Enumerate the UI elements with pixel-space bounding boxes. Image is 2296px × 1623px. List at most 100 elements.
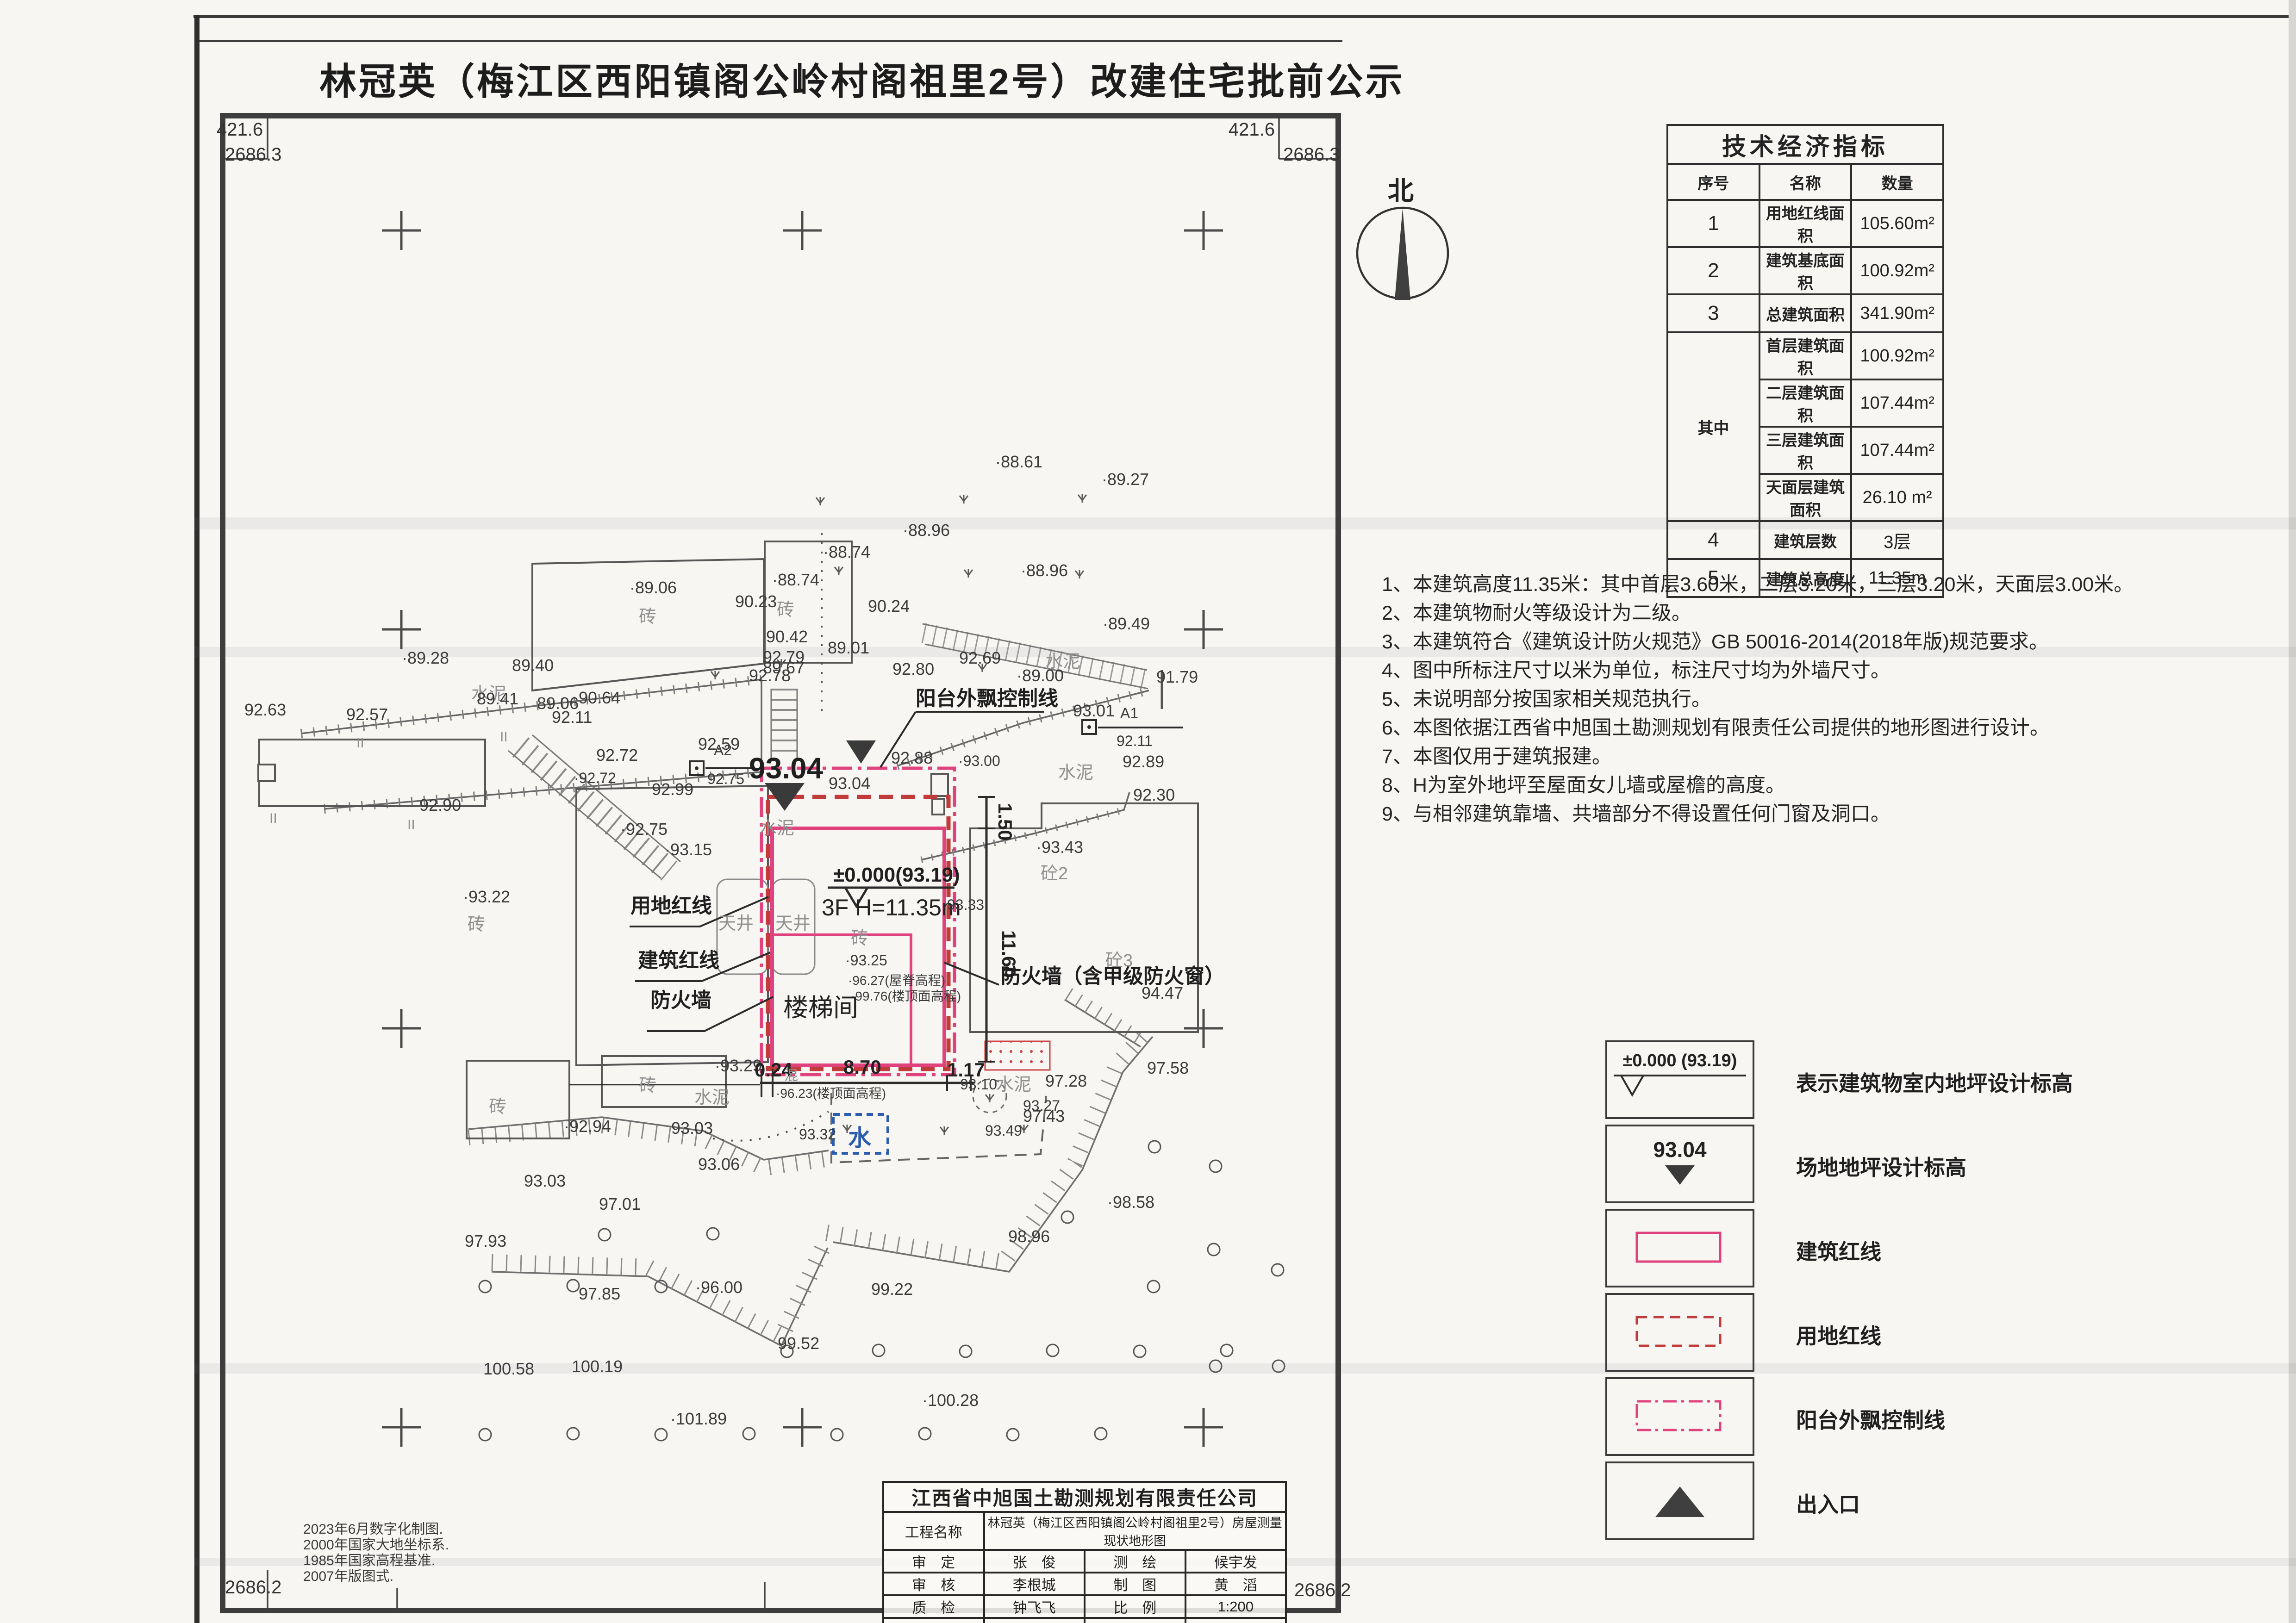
map-label: ·88.74 bbox=[823, 542, 870, 561]
tb-cell: 图 号 bbox=[882, 1617, 985, 1623]
datum-note-line: 2000年国家大地坐标系. bbox=[303, 1537, 449, 1553]
map-label: 94.47 bbox=[1142, 983, 1183, 1002]
corner-northing-tr: 2686.3 bbox=[1283, 144, 1340, 165]
neighbor-buildings bbox=[257, 541, 1199, 1139]
map-label: 93.01 bbox=[1073, 701, 1115, 720]
legend-symbol-building-red-line bbox=[1605, 1209, 1754, 1287]
map-label: ·96.00 bbox=[695, 1278, 742, 1297]
row-group-label: 其中 bbox=[1666, 331, 1760, 522]
map-label: 92.11 bbox=[1117, 733, 1153, 749]
title-block: 江西省中旭国土勘测规划有限责任公司 工程名称 林冠英（梅江区西阳镇阁公岭村阁祖里… bbox=[882, 1481, 1287, 1623]
map-label: 92.30 bbox=[1133, 785, 1175, 804]
map-label: 93.04 bbox=[749, 752, 824, 785]
map-label: 93.03 bbox=[671, 1119, 713, 1138]
map-label: ·89.00 bbox=[1017, 666, 1064, 685]
row-name: 三层建筑面积 bbox=[1758, 426, 1853, 475]
row-value: 341.90m² bbox=[1850, 293, 1944, 333]
map-label: 97.28 bbox=[1045, 1071, 1087, 1090]
map-label: ·96.27(屋脊高程) bbox=[848, 973, 945, 988]
map-label: 92.75 bbox=[707, 771, 744, 787]
map-label: 天井 bbox=[775, 914, 811, 933]
map-label: 92.90 bbox=[419, 796, 461, 815]
scan-streak bbox=[194, 647, 2296, 657]
tb-cell: 1:200 bbox=[1184, 1594, 1287, 1619]
map-label: 89.67 bbox=[763, 658, 805, 677]
note-line: 9、与相邻建筑靠墙、共墙部分不得设置任何门窗及洞口。 bbox=[1382, 803, 1890, 825]
map-label: 砖 bbox=[851, 929, 868, 948]
map-label: 100.58 bbox=[483, 1359, 534, 1378]
map-label: ·88.61 bbox=[995, 452, 1042, 471]
map-label: 100.19 bbox=[572, 1357, 623, 1376]
legend-symbol-balcony-control-line bbox=[1605, 1377, 1754, 1456]
tb-cell: 审 核 bbox=[882, 1572, 985, 1596]
row-name: 天面层建筑面积 bbox=[1758, 473, 1853, 522]
map-label: 92.80 bbox=[892, 659, 934, 678]
note-line: 5、未说明部分按国家相关规范执行。 bbox=[1382, 688, 1711, 710]
map-label: ·89.06 bbox=[630, 578, 677, 597]
north-label: 北 bbox=[1388, 176, 1414, 205]
map-label: 水泥 bbox=[694, 1088, 730, 1107]
map-label: 混 bbox=[784, 1068, 798, 1083]
land-red-line bbox=[766, 795, 951, 1071]
legend-label: 表示建筑物室内地坪设计标高 bbox=[1796, 1071, 2073, 1095]
map-label: 防火墙（含甲级防火窗） bbox=[1001, 965, 1225, 988]
tb-cell: 候宇发 bbox=[1184, 1549, 1287, 1573]
tb-cell: 张 俊 bbox=[983, 1549, 1086, 1573]
map-label: 92.89 bbox=[1123, 752, 1164, 771]
map-label: 90.24 bbox=[868, 597, 910, 616]
table-title: 技术经济指标 bbox=[1666, 124, 1944, 165]
row-no: 1 bbox=[1666, 199, 1760, 248]
map-label: ·96.23(楼顶面高程) bbox=[776, 1086, 886, 1101]
note-line: 6、本图依据江西省中旭国土勘测规划有限责任公司提供的地形图进行设计。 bbox=[1382, 717, 2050, 739]
scan-streak bbox=[194, 1363, 2296, 1374]
note-line: 4、图中所标注尺寸以米为单位，标注尺寸均为外墙尺寸。 bbox=[1382, 659, 1890, 682]
map-label: 93.03 bbox=[524, 1171, 566, 1190]
map-label: 0.24 bbox=[755, 1059, 792, 1081]
map-label: 水泥 bbox=[996, 1075, 1031, 1094]
map-frame bbox=[220, 113, 1341, 1613]
map-label: 92.57 bbox=[346, 705, 388, 724]
legend-label: 场地地坪设计标高 bbox=[1796, 1156, 1966, 1180]
row-value: 26.10 m² bbox=[1850, 473, 1944, 522]
project-label: 工程名称 bbox=[882, 1511, 985, 1551]
datum-note-line: 2023年6月数字化制图. bbox=[303, 1522, 443, 1537]
tb-cell: 李根城 bbox=[983, 1572, 1086, 1596]
map-label: 92.72 bbox=[596, 746, 638, 765]
sheet-left-edge bbox=[194, 15, 200, 1623]
map-label: 水泥 bbox=[1058, 763, 1093, 783]
tb-cell: 出图日期 bbox=[1084, 1617, 1186, 1623]
corner-northing-br: 2686.2 bbox=[1294, 1580, 1351, 1600]
row-value: 100.92m² bbox=[1850, 246, 1944, 295]
map-label: 93.06 bbox=[698, 1155, 740, 1174]
map-label: 97.58 bbox=[1147, 1058, 1189, 1077]
map-label: 砖 bbox=[468, 915, 485, 934]
red-hatch-area bbox=[984, 1040, 1051, 1071]
row-name: 首层建筑面积 bbox=[1758, 331, 1853, 380]
col-header-qty: 数量 bbox=[1850, 163, 1944, 201]
map-label: ·88.74 bbox=[772, 570, 819, 589]
map-label: 砖 bbox=[639, 1076, 656, 1095]
map-label: 92.69 bbox=[959, 648, 1001, 667]
tb-cell: 钟飞飞 bbox=[983, 1594, 1086, 1619]
legend-symbol-site-elevation: 93.04 bbox=[1605, 1125, 1754, 1203]
scan-streak bbox=[194, 517, 2296, 529]
map-label: ·88.96 bbox=[1021, 561, 1068, 580]
map-label: ·88.96 bbox=[903, 521, 950, 540]
map-label: 水泥 bbox=[759, 819, 794, 838]
map-label: 89.06 bbox=[537, 694, 579, 713]
corner-easting-tr: 421.6 bbox=[1228, 119, 1275, 140]
map-label: ·93.00 bbox=[958, 752, 1000, 769]
map-label: 1.50 bbox=[994, 803, 1016, 841]
map-label: 11.60 bbox=[998, 930, 1020, 978]
row-value: 3层 bbox=[1850, 520, 1944, 560]
slope-hatching bbox=[468, 689, 1154, 1348]
map-label: II bbox=[269, 811, 277, 826]
indoor-elevation-text: ±0.000 (93.19) bbox=[1623, 1051, 1737, 1070]
map-label: ·99.76(楼顶面高程) bbox=[851, 989, 961, 1003]
map-label: 89.01 bbox=[828, 638, 869, 657]
legend-symbol-entrance bbox=[1605, 1461, 1754, 1540]
dotted-boundaries bbox=[712, 533, 830, 1142]
title-underline-rule bbox=[197, 40, 1342, 42]
map-label: 92.79 bbox=[763, 647, 805, 666]
